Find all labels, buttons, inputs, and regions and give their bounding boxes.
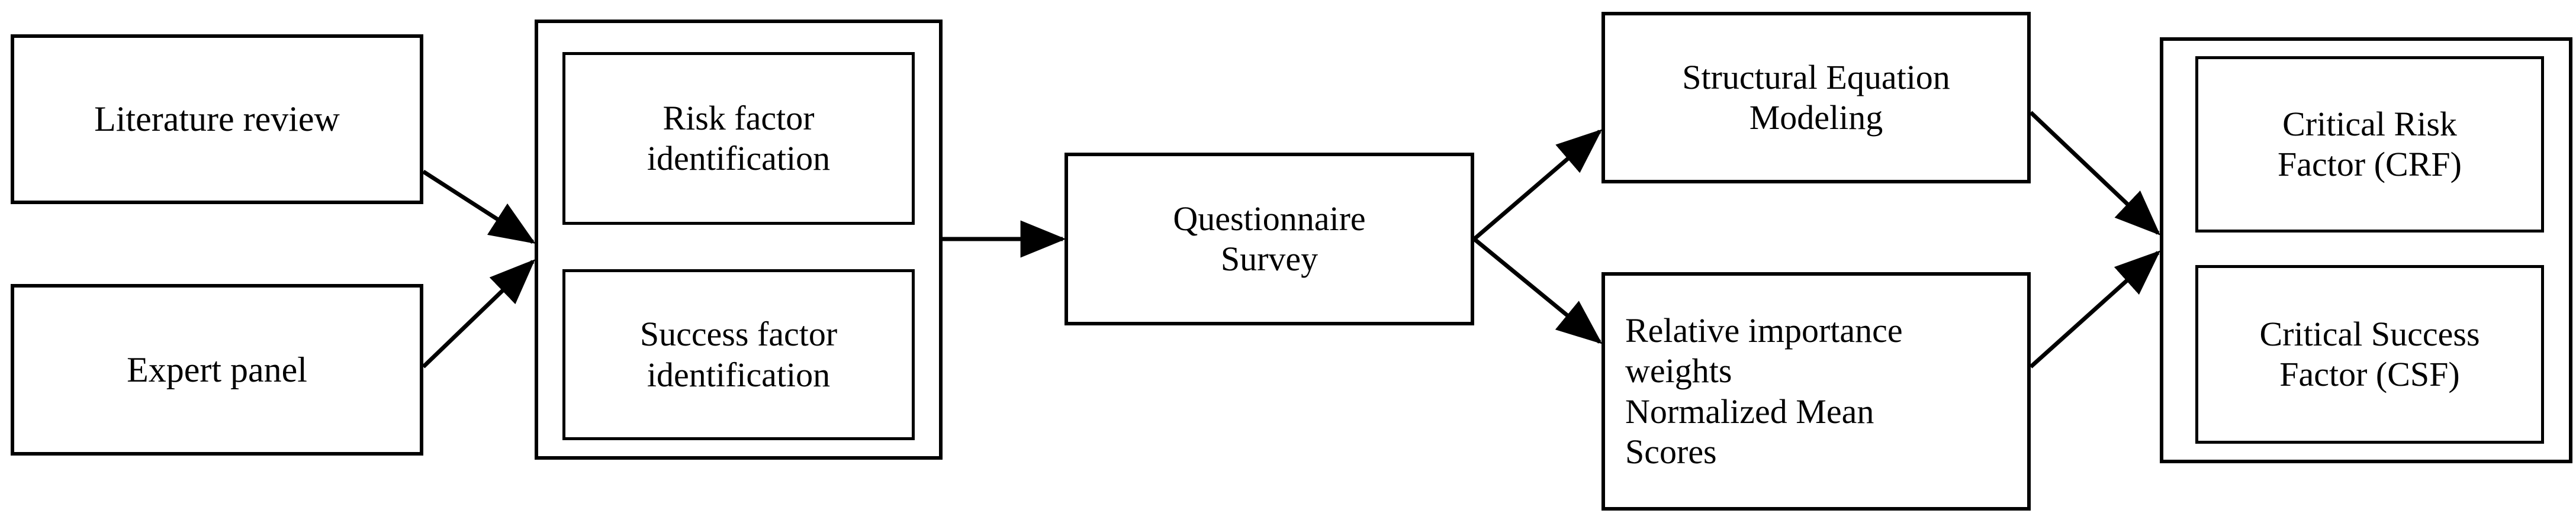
edge-questionnaire-survey-to-relative-importance	[1472, 237, 1603, 344]
node-expert-panel[interactable]: Expert panel	[11, 284, 423, 456]
node-questionnaire-survey-label: Questionnaire Survey	[1173, 199, 1366, 278]
edge-relative-importance-to-critical-factors-group	[2029, 250, 2161, 369]
node-relative-importance-weights-label: Relative importance weights Normalized M…	[1625, 311, 1903, 471]
node-critical-risk-factor[interactable]: Critical Risk Factor (CRF)	[2195, 56, 2544, 233]
node-risk-factor-identification-label: Risk factor identification	[647, 98, 831, 177]
node-critical-success-factor[interactable]: Critical Success Factor (CSF)	[2195, 265, 2544, 444]
node-literature-review-label: Literature review	[94, 99, 340, 139]
node-literature-review[interactable]: Literature review	[11, 34, 423, 204]
edge-expert-panel-to-factor-group	[422, 259, 536, 369]
edge-sem-to-critical-factors-group	[2029, 111, 2161, 235]
node-critical-success-factor-label: Critical Success Factor (CSF)	[2259, 314, 2480, 393]
node-risk-factor-identification[interactable]: Risk factor identification	[562, 52, 915, 225]
node-critical-risk-factor-label: Critical Risk Factor (CRF)	[2278, 104, 2462, 183]
node-structural-equation-modeling[interactable]: Structural Equation Modeling	[1601, 12, 2031, 183]
node-success-factor-identification[interactable]: Success factor identification	[562, 269, 915, 440]
node-relative-importance-weights[interactable]: Relative importance weights Normalized M…	[1601, 272, 2031, 511]
node-questionnaire-survey[interactable]: Questionnaire Survey	[1065, 153, 1474, 325]
node-expert-panel-label: Expert panel	[127, 350, 307, 389]
edge-literature-review-to-factor-group	[422, 170, 536, 244]
node-success-factor-identification-label: Success factor identification	[639, 315, 838, 394]
node-structural-equation-modeling-label: Structural Equation Modeling	[1682, 57, 1950, 137]
edge-questionnaire-survey-to-sem	[1472, 129, 1603, 241]
